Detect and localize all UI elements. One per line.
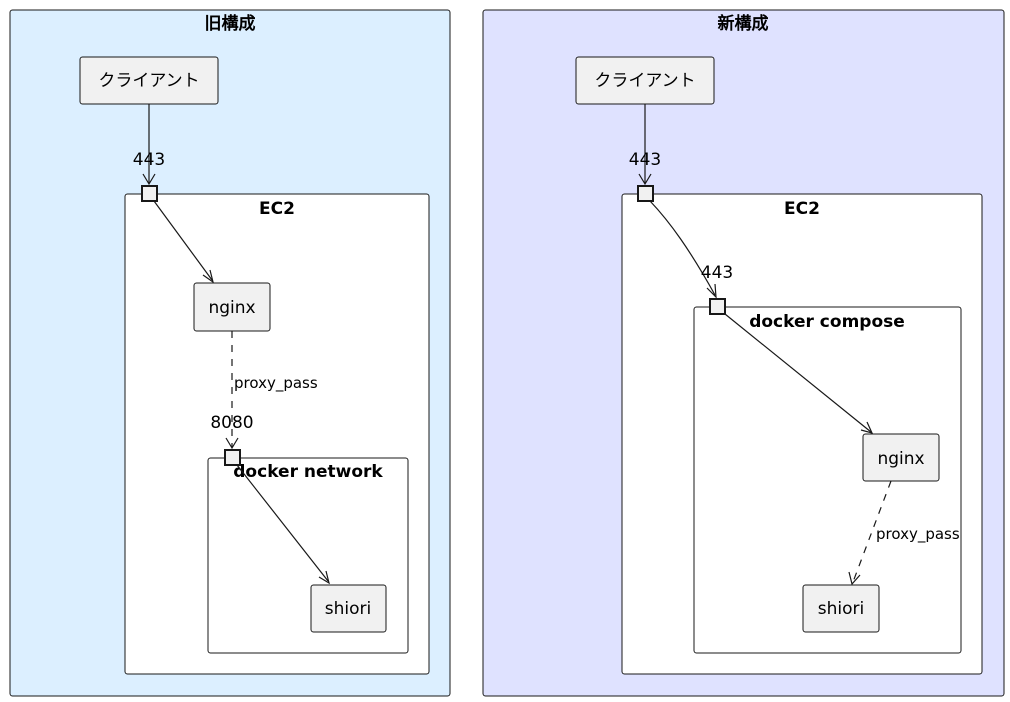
new-nginx-label: nginx <box>877 449 924 469</box>
old-proxy-pass-arrow <box>225 437 239 450</box>
new-shiori-label: shiori <box>818 599 864 619</box>
new-proxy-pass-label: proxy_pass <box>876 525 960 544</box>
new-config-title: 新構成 <box>718 13 769 34</box>
new-proxy-pass-arrow <box>848 571 861 586</box>
old-client-to-ec2-arrow <box>142 173 156 186</box>
new-port-to-nginx-arrow <box>860 421 874 434</box>
old-nginx-label: nginx <box>208 298 255 318</box>
old-shiori-label: shiori <box>325 599 371 619</box>
old-client-label: クライアント <box>98 71 199 91</box>
new-ec2-title: EC2 <box>784 199 820 219</box>
new-port-443-outer-label: 443 <box>629 150 661 170</box>
old-proxy-pass-label: proxy_pass <box>234 374 318 393</box>
new-docker-compose-frame <box>693 306 962 654</box>
old-ec2-title: EC2 <box>259 199 295 219</box>
new-proxy-pass-edge <box>852 480 892 583</box>
old-port-8080-label: 8080 <box>210 413 253 433</box>
old-port-8080 <box>224 449 241 466</box>
old-port-to-nginx-edge <box>153 200 213 281</box>
new-port-to-nginx-edge <box>724 313 872 433</box>
new-config-group: 新構成 クライアント EC2 443 docker compose 443 ng… <box>482 9 1005 697</box>
new-port-443-inner-label: 443 <box>701 263 733 283</box>
new-port-443-inner <box>709 298 726 315</box>
old-docker-network-title: docker network <box>233 462 383 482</box>
new-port-443-outer <box>637 185 654 202</box>
new-ec2-to-compose-edge <box>649 200 716 296</box>
old-port-443 <box>141 185 158 202</box>
new-docker-compose-title: docker compose <box>749 312 905 332</box>
old-port-to-shiori-edge <box>236 464 329 582</box>
old-config-title: 旧構成 <box>205 13 256 34</box>
old-port-to-nginx-arrow <box>202 269 214 284</box>
old-config-group: 旧構成 クライアント EC2 443 nginx docker network … <box>9 9 451 697</box>
old-port-to-shiori-arrow <box>318 570 330 585</box>
new-ec2-to-compose-arrow <box>706 283 717 299</box>
new-nginx-node <box>862 433 940 482</box>
new-shiori-node <box>802 584 880 633</box>
new-client-to-ec2-arrow <box>638 173 652 186</box>
old-shiori-node <box>310 584 387 633</box>
new-client-label: クライアント <box>594 71 695 91</box>
old-port-443-label: 443 <box>133 150 165 170</box>
